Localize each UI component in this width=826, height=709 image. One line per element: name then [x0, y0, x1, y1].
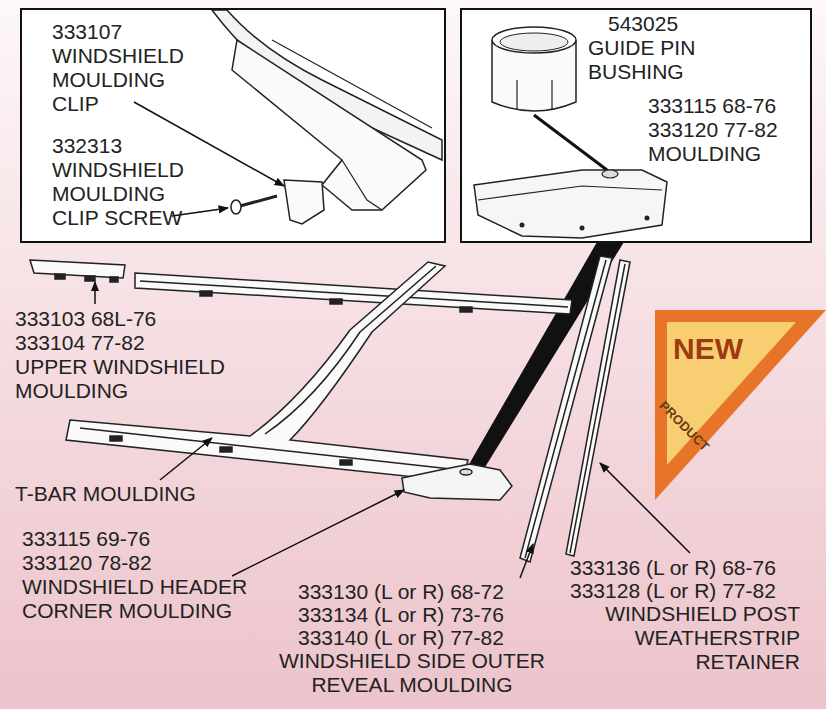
- side-strips: [520, 256, 630, 562]
- badge-word: NEW: [673, 332, 743, 365]
- part-name: UPPER WINDSHIELD MOULDING: [15, 355, 265, 403]
- leader-lines: [95, 282, 690, 578]
- callout-number: 543025: [608, 12, 678, 36]
- part-name: GUIDE PIN BUSHING: [588, 36, 718, 84]
- callout-number: 333115 68-76: [648, 94, 776, 118]
- callout-number: 333107: [52, 20, 122, 44]
- part-name: WINDSHIELD POST WEATHERSTRIP RETAINER: [590, 602, 800, 674]
- callout-number: 333120 77-82: [648, 118, 778, 142]
- part-name: WINDSHIELD MOULDING CLIP: [52, 44, 192, 116]
- callout-number: 333128 (L or R) 77-82: [570, 579, 776, 603]
- callout-number: 333120 78-82: [22, 551, 152, 575]
- badge-word: PRODUCT: [656, 398, 713, 455]
- callout-number: 333130 (L or R) 68-72: [298, 580, 504, 604]
- callout-number: 332313: [52, 134, 122, 158]
- corner-moulding: [402, 464, 512, 500]
- inset-panel: 333107WINDSHIELD MOULDING CLIP 332313WIND…: [20, 8, 446, 243]
- upper-moulding: [30, 260, 572, 314]
- new-product-badge: NEW PRODUCT: [655, 310, 826, 500]
- part-name: WINDSHIELD SIDE OUTER REVEAL MOULDING: [262, 649, 562, 697]
- callout-number: 333103 68L-76: [15, 307, 156, 331]
- callout-number: 333115 69-76: [22, 527, 150, 551]
- part-name: T-BAR MOULDING: [15, 482, 196, 506]
- part-name: WINDSHIELD HEADER CORNER MOULDING: [22, 575, 284, 623]
- new-badge-shape: [655, 310, 826, 500]
- part-name: MOULDING: [648, 142, 761, 166]
- part-name: WINDSHIELD MOULDING CLIP SCREW: [52, 158, 192, 230]
- callout-number: 333104 77-82: [15, 331, 145, 355]
- callout-number: 333134 (L or R) 73-76: [298, 603, 504, 627]
- callout-number: 333136 (L or R) 68-76: [570, 556, 776, 580]
- inset-panel: 543025GUIDE PIN BUSHING 333115 68-7633312…: [460, 8, 812, 243]
- callout-number: 333140 (L or R) 77-82: [298, 626, 504, 650]
